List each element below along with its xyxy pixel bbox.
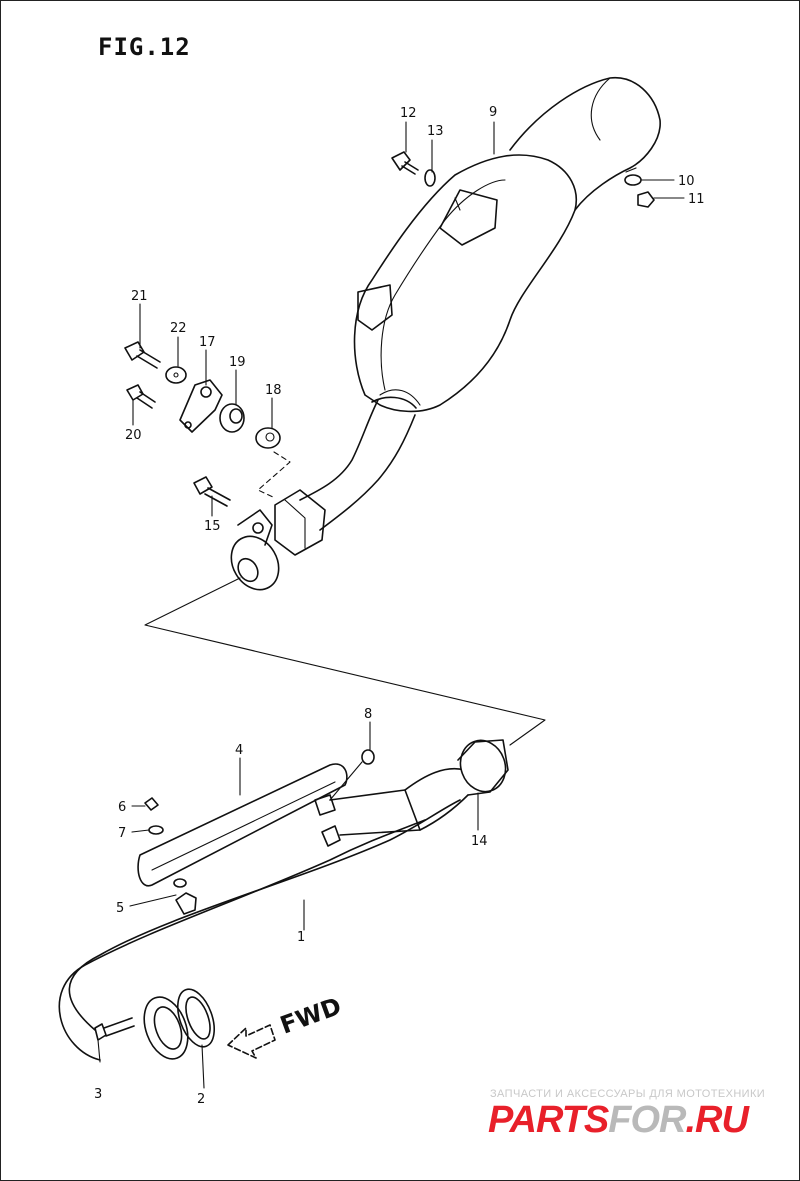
- label-21: 21: [131, 289, 148, 304]
- forward-arrow: FWD: [227, 992, 345, 1059]
- watermark-brand-parts: PARTS: [488, 1099, 609, 1141]
- watermark-brand: PARTSFOR.RU: [488, 1099, 751, 1141]
- clip-upper[interactable]: [314, 794, 341, 847]
- label-11: 11: [688, 192, 705, 207]
- label-7: 7: [118, 826, 126, 841]
- label-13: 13: [427, 124, 444, 139]
- screw-6[interactable]: [144, 797, 159, 811]
- label-12: 12: [400, 106, 417, 121]
- washer-13[interactable]: [424, 169, 436, 187]
- label-1: 1: [297, 930, 305, 945]
- label-8: 8: [364, 707, 372, 722]
- bolt-21[interactable]: [124, 341, 161, 369]
- label-14: 14: [471, 834, 488, 849]
- watermark-caption: ЗАПЧАСТИ И АКСЕССУАРЫ ДЛЯ МОТОТЕХНИКИ: [490, 1088, 765, 1100]
- exhaust-pipe[interactable]: [58, 734, 512, 1061]
- stud-3[interactable]: [94, 1017, 135, 1041]
- label-18: 18: [265, 383, 282, 398]
- muffler[interactable]: [353, 77, 661, 413]
- connection-line: [144, 577, 546, 746]
- connecting-pipe[interactable]: [222, 396, 417, 598]
- label-3: 3: [94, 1087, 102, 1102]
- bolt-12[interactable]: [391, 151, 419, 175]
- gasket-2[interactable]: [136, 984, 221, 1065]
- label-4: 4: [235, 743, 243, 758]
- bracket-17[interactable]: [179, 379, 223, 433]
- label-22: 22: [170, 321, 187, 336]
- label-17: 17: [199, 335, 216, 350]
- rubber-cushion-19[interactable]: [219, 403, 245, 433]
- label-2: 2: [197, 1092, 205, 1107]
- washer-10[interactable]: [624, 174, 642, 186]
- fwd-label: FWD: [276, 992, 345, 1040]
- figure-title: FIG.12: [98, 33, 191, 61]
- label-5: 5: [116, 901, 124, 916]
- bolt-20[interactable]: [126, 384, 156, 409]
- heat-shield[interactable]: [137, 763, 348, 887]
- watermark: ЗАПЧАСТИ И АКСЕССУАРЫ ДЛЯ МОТОТЕХНИКИ PA…: [488, 1088, 765, 1141]
- leader-lines: [97, 121, 685, 1089]
- label-10: 10: [678, 174, 695, 189]
- watermark-brand-for: FOR: [608, 1099, 687, 1141]
- clip-5[interactable]: [173, 878, 197, 915]
- nut-11[interactable]: [637, 191, 655, 208]
- label-9: 9: [489, 105, 497, 120]
- bolt-8[interactable]: [329, 749, 375, 801]
- label-19: 19: [229, 355, 246, 370]
- label-6: 6: [118, 800, 126, 815]
- washer-7[interactable]: [148, 825, 164, 835]
- bolt-15[interactable]: [193, 476, 231, 507]
- label-15: 15: [204, 519, 221, 534]
- washer-22[interactable]: [165, 366, 187, 384]
- watermark-brand-ru: .RU: [686, 1099, 751, 1141]
- collar-18[interactable]: [255, 427, 281, 449]
- label-20: 20: [125, 428, 142, 443]
